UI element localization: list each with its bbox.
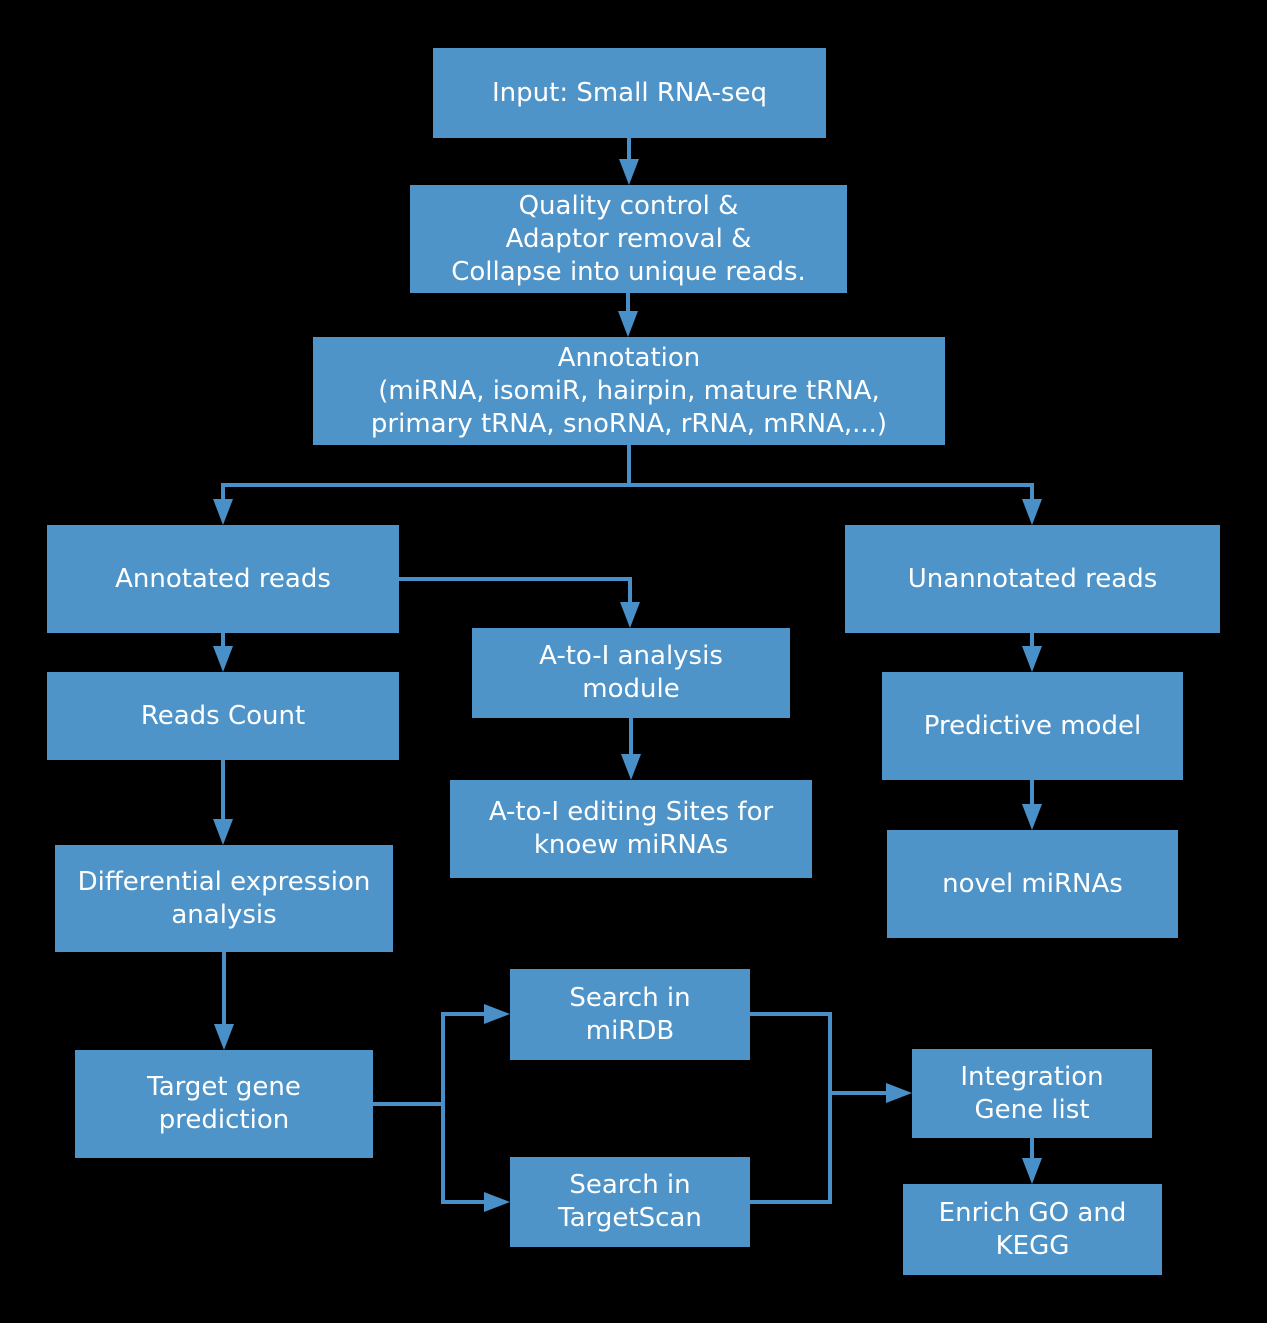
node-unannotated-reads: Unannotated reads (845, 525, 1220, 633)
node-annotation: Annotation (miRNA, isomiR, hairpin, matu… (313, 337, 945, 445)
edge-annotation-annotated-arrowhead-icon (213, 499, 233, 525)
edge-diffexpr-target-arrowhead-icon (214, 1024, 234, 1050)
edge-qc-annotation-arrowhead-icon (618, 311, 638, 337)
edge-readscount-diffexpr-line (221, 760, 225, 822)
edge-target-fork-hline (373, 1102, 445, 1106)
edge-merge-integration-arrowhead-icon (886, 1083, 912, 1103)
edge-merge-integration-hline (828, 1091, 888, 1095)
node-predictive-model: Predictive model (882, 672, 1183, 780)
edge-input-qc-line (627, 138, 631, 162)
edge-annotation-split-stem (627, 445, 631, 485)
edge-atoi-sites-line (629, 718, 633, 756)
edge-annotated-readscount-arrowhead-icon (213, 646, 233, 672)
edge-diffexpr-target-line (222, 952, 226, 1026)
edge-annotated-readscount-line (221, 633, 225, 649)
edge-target-fork-vline (441, 1012, 445, 1204)
edge-target-mirdb-hline (441, 1012, 487, 1016)
edge-predictive-novel-arrowhead-icon (1022, 804, 1042, 830)
edge-mirdb-merge-hline (750, 1012, 832, 1016)
node-reads-count: Reads Count (47, 672, 399, 760)
edge-integration-enrich-arrowhead-icon (1022, 1158, 1042, 1184)
edge-annotation-unannotated-stub (1030, 483, 1034, 501)
node-input: Input: Small RNA-seq (433, 48, 826, 138)
node-atoi-analysis-module: A-to-I analysis module (472, 628, 790, 718)
node-search-mirdb: Search in miRDB (510, 969, 750, 1060)
edge-input-qc-arrowhead-icon (619, 159, 639, 185)
edge-merge-vline (828, 1012, 832, 1204)
node-annotated-reads: Annotated reads (47, 525, 399, 633)
node-target-gene-prediction: Target gene prediction (75, 1050, 373, 1158)
edge-annotated-atoi-vline (628, 577, 632, 605)
node-novel-mirnas: novel miRNAs (887, 830, 1178, 938)
edge-target-targetscan-hline (441, 1200, 487, 1204)
node-integration-gene-list: Integration Gene list (912, 1049, 1152, 1138)
node-quality-control: Quality control & Adaptor removal & Coll… (410, 185, 847, 293)
edge-unannotated-predictive-arrowhead-icon (1022, 646, 1042, 672)
node-atoi-editing-sites: A-to-I editing Sites for knoew miRNAs (450, 780, 812, 878)
edge-predictive-novel-line (1030, 780, 1034, 808)
edge-target-mirdb-arrowhead-icon (484, 1004, 510, 1024)
node-enrich-go-kegg: Enrich GO and KEGG (903, 1184, 1162, 1275)
edge-targetscan-merge-hline (750, 1200, 832, 1204)
edge-unannotated-predictive-line (1030, 633, 1034, 649)
edge-annotation-split-crossbar (221, 483, 1034, 487)
node-differential-expression: Differential expression analysis (55, 845, 393, 952)
edge-annotation-annotated-stub (221, 483, 225, 501)
edge-annotated-atoi-hline (399, 577, 632, 581)
node-search-targetscan: Search in TargetScan (510, 1157, 750, 1247)
edge-target-targetscan-arrowhead-icon (484, 1192, 510, 1212)
edge-annotation-unannotated-arrowhead-icon (1022, 499, 1042, 525)
edge-integration-enrich-line (1030, 1138, 1034, 1162)
edge-qc-annotation-line (626, 293, 630, 313)
edge-annotated-atoi-arrowhead-icon (620, 602, 640, 628)
edge-atoi-sites-arrowhead-icon (621, 754, 641, 780)
edge-readscount-diffexpr-arrowhead-icon (213, 819, 233, 845)
